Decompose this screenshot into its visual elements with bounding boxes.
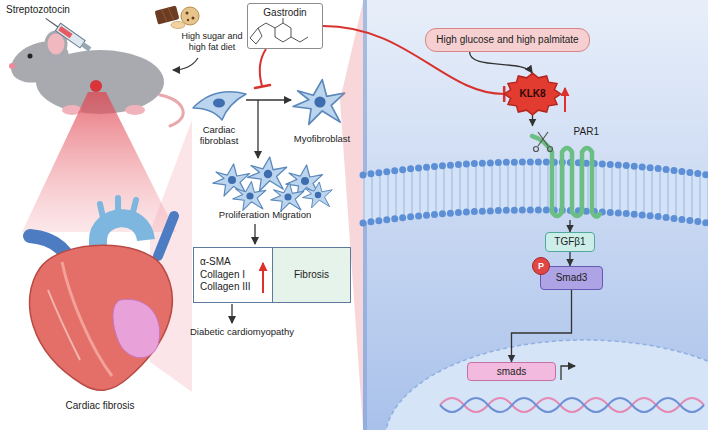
node-text: Fibrosis: [294, 269, 329, 281]
node-text: High glucose and high palmitate: [436, 34, 578, 46]
stimulus-box: High glucose and high palmitate: [425, 28, 590, 52]
label-text: Diabetic cardiomyopathy: [182, 326, 302, 337]
flow-arrow: [231, 304, 232, 323]
zoom-wedge: [150, 120, 192, 392]
receptor-node: PAR1: [520, 126, 605, 220]
diet-arrow: [173, 58, 198, 70]
dna: [440, 398, 704, 412]
arrow-connector: [512, 290, 572, 362]
syringe: [43, 15, 92, 53]
node-text: Smad3: [556, 272, 588, 284]
text-label: Cardiac fibrosis: [40, 400, 160, 412]
node-text: PAR1: [574, 126, 599, 138]
label-text: Cardiac fibroblast: [188, 124, 250, 147]
food-icon: [155, 5, 199, 28]
arrow-connector: [569, 252, 570, 266]
phospho-circle: P: [532, 257, 550, 275]
label-text: High sugar and high fat diet: [181, 31, 243, 53]
inhibit-line: [260, 49, 266, 86]
outcome-box: Fibrosis: [272, 247, 351, 303]
transcription-arrow: [561, 366, 575, 380]
zoom-wedge: [340, 2, 363, 428]
label-text: Myofibroblast: [287, 133, 357, 144]
protein-box: Smad3: [540, 266, 603, 290]
text-label: Diabetic cardiomyopathy: [182, 326, 302, 337]
arrow-connector: [532, 115, 533, 126]
flow-arrow: [254, 224, 255, 244]
heart: [30, 198, 174, 390]
inhibit-bar: [255, 85, 270, 88]
increase-arrow: [564, 88, 566, 112]
label-text: Cardiac fibrosis: [40, 400, 160, 412]
node-text: Gastrodin: [263, 7, 306, 19]
label-text: Proliferation Migration: [185, 209, 345, 220]
fibroblast-cell: [193, 92, 246, 120]
node-text: TGFβ1: [554, 236, 585, 248]
drug-box: Gastrodin: [247, 3, 323, 49]
receptor: [532, 136, 600, 217]
text-label: Cardiac fibroblast: [188, 124, 250, 147]
flow-arrow: [257, 100, 258, 158]
text-label: Proliferation Migration: [185, 209, 345, 220]
arrow-connector: [569, 220, 570, 232]
text-label: High sugar and high fat diet: [181, 31, 243, 53]
protein-box: TGFβ1: [545, 232, 595, 252]
zoom-funnel: [22, 92, 176, 232]
nucleus: [385, 340, 708, 430]
node-text: smads: [497, 366, 526, 378]
text-label: Myofibroblast: [287, 133, 357, 144]
marker-box: α-SMA Collagen I Collagen III: [193, 247, 273, 303]
gene-box: smads: [467, 362, 556, 381]
arrow-connector: [470, 52, 533, 73]
node-text: P: [538, 261, 544, 272]
molecule: [250, 18, 308, 44]
enzyme-burst: KLK8: [503, 72, 562, 116]
scissors: [534, 132, 553, 152]
label-text: Streptozotocin: [6, 4, 106, 16]
flow-arrow: [246, 99, 291, 100]
increase-arrow: [262, 263, 264, 293]
node-text: α-SMA Collagen I Collagen III: [200, 256, 258, 294]
text-label: Streptozotocin: [6, 4, 106, 16]
membrane: [363, 162, 708, 223]
node-text: KLK8: [519, 88, 545, 100]
